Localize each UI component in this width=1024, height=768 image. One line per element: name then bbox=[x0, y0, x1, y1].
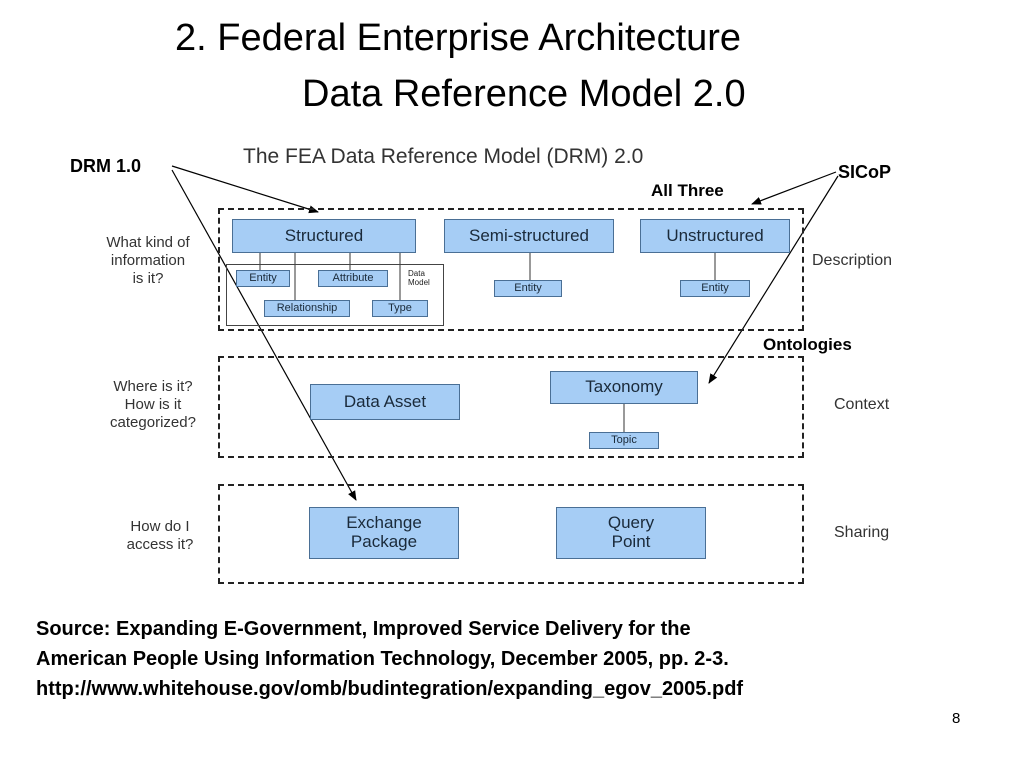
query-point-line2: Point bbox=[611, 532, 651, 551]
source-line3: http://www.whitehouse.gov/omb/budintegra… bbox=[36, 678, 744, 700]
section-context: Context bbox=[834, 396, 890, 413]
page-number: 8 bbox=[952, 710, 961, 727]
entity-box-unstructured: Entity bbox=[680, 280, 750, 297]
annotation-ontologies: Ontologies bbox=[763, 335, 852, 354]
semi-structured-box: Semi-structured bbox=[444, 219, 614, 253]
attribute-box: Attribute bbox=[318, 270, 388, 287]
query-point-line1: Query bbox=[607, 513, 655, 533]
source-line2: American People Using Information Techno… bbox=[36, 648, 729, 670]
question-sharing-line2: access it? bbox=[126, 536, 194, 553]
question-context: Where is it? How is it categorized? bbox=[93, 378, 213, 432]
question-description-line3: is it? bbox=[132, 270, 164, 287]
section-description: Description bbox=[812, 252, 893, 269]
description-frame bbox=[218, 208, 804, 331]
entity-box-semi-structured: Entity bbox=[494, 280, 562, 297]
entity-box-structured: Entity bbox=[236, 270, 290, 287]
sharing-frame bbox=[218, 484, 804, 584]
slide-title-line2: Data Reference Model 2.0 bbox=[302, 73, 746, 115]
data-model-label: Data Model bbox=[408, 269, 430, 287]
data-model-frame bbox=[226, 264, 444, 326]
annotation-all-three: All Three bbox=[651, 181, 724, 200]
taxonomy-box: Taxonomy bbox=[550, 371, 698, 404]
topic-box: Topic bbox=[589, 432, 659, 449]
question-description-line1: What kind of bbox=[106, 234, 190, 251]
question-context-line2: How is it bbox=[124, 396, 182, 413]
exchange-package-line1: Exchange bbox=[346, 513, 422, 533]
question-sharing-line1: How do I bbox=[130, 518, 190, 535]
annotation-drm10: DRM 1.0 bbox=[70, 156, 142, 176]
query-point-box: Query Point bbox=[556, 507, 706, 559]
question-description-line2: information bbox=[110, 252, 186, 269]
unstructured-box: Unstructured bbox=[640, 219, 790, 253]
annotation-sicop: SICoP bbox=[838, 162, 892, 182]
diagram-heading: The FEA Data Reference Model (DRM) 2.0 bbox=[243, 145, 644, 168]
slide-title-line1: 2. Federal Enterprise Architecture bbox=[175, 17, 742, 59]
exchange-package-box: Exchange Package bbox=[309, 507, 459, 559]
exchange-package-line2: Package bbox=[350, 532, 418, 551]
data-asset-box: Data Asset bbox=[310, 384, 460, 420]
source-line1: Source: Expanding E-Government, Improved… bbox=[36, 618, 691, 640]
structured-box: Structured bbox=[232, 219, 416, 253]
type-box: Type bbox=[372, 300, 428, 317]
question-context-line1: Where is it? bbox=[113, 378, 193, 395]
relationship-box: Relationship bbox=[264, 300, 350, 317]
context-frame bbox=[218, 356, 804, 458]
question-description: What kind of information is it? bbox=[88, 234, 208, 288]
question-context-line3: categorized? bbox=[110, 414, 196, 431]
section-sharing: Sharing bbox=[834, 524, 890, 541]
question-sharing: How do I access it? bbox=[100, 518, 220, 554]
